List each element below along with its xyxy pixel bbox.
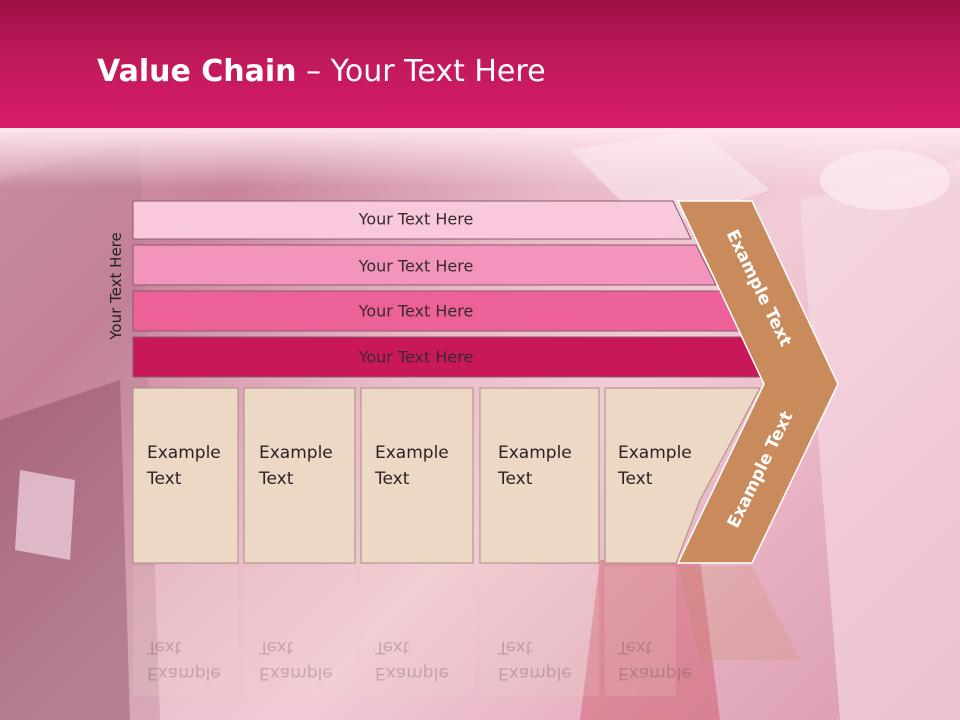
row-bar-2[interactable] xyxy=(132,244,717,286)
column-box-2[interactable] xyxy=(243,387,356,564)
column-reflections xyxy=(133,566,676,696)
row-label-1: Your Text Here xyxy=(358,209,474,229)
title-bold: Value Chain xyxy=(97,54,297,89)
row-label-3: Your Text Here xyxy=(358,301,474,321)
column-box-4[interactable] xyxy=(479,387,600,564)
header-fade xyxy=(0,128,960,188)
column-box-5[interactable] xyxy=(604,387,761,564)
row-label-2: Your Text Here xyxy=(358,256,474,276)
page-title: Value Chain – Your Text Here xyxy=(97,54,546,89)
row-bar-1[interactable] xyxy=(132,200,692,240)
chevron-arrow[interactable] xyxy=(676,200,839,564)
column-box-1[interactable] xyxy=(132,387,239,564)
chevron-reflection xyxy=(678,566,800,660)
column-box-3[interactable] xyxy=(360,387,474,564)
title-rest: – Your Text Here xyxy=(296,54,546,89)
row-label-4: Your Text Here xyxy=(358,347,474,367)
header-bar xyxy=(0,0,960,128)
